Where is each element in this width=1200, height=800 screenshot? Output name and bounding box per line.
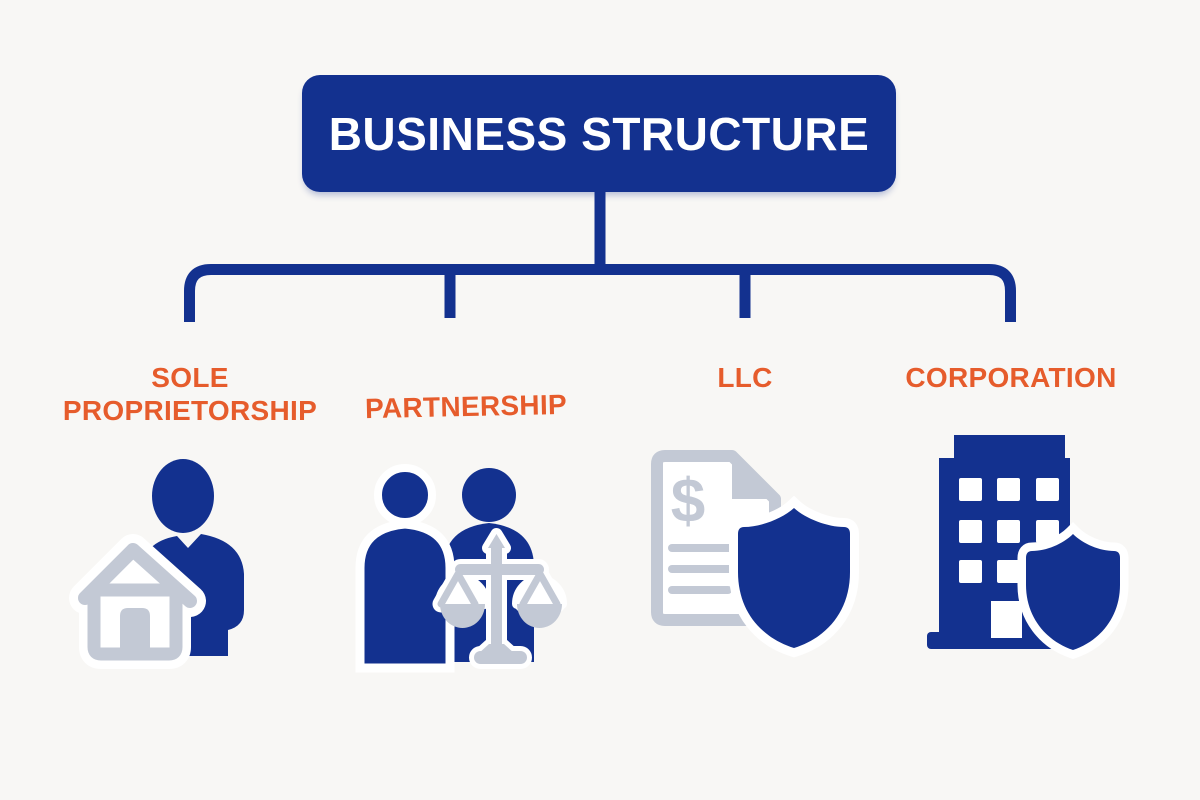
branch-label-llc: LLC xyxy=(717,362,773,393)
connector-bracket xyxy=(184,264,1016,322)
branch-label-corporation: CORPORATION xyxy=(905,362,1117,393)
office-building-shield-icon xyxy=(927,435,1129,659)
root-node-label: BUSINESS STRUCTURE xyxy=(328,107,870,160)
branch-label-partnership: PARTNERSHIP xyxy=(364,388,568,425)
two-people-balance-scale-icon xyxy=(355,464,567,673)
sole-label-line2: PROPRIETORSHIP xyxy=(62,395,318,426)
root-node-business-structure: BUSINESS STRUCTURE xyxy=(302,75,896,192)
person-house-icon xyxy=(69,459,244,669)
dollar-document-shield-icon: $ xyxy=(651,450,859,658)
svg-text:$: $ xyxy=(671,467,705,536)
sole-label-line1: SOLE xyxy=(151,362,229,393)
